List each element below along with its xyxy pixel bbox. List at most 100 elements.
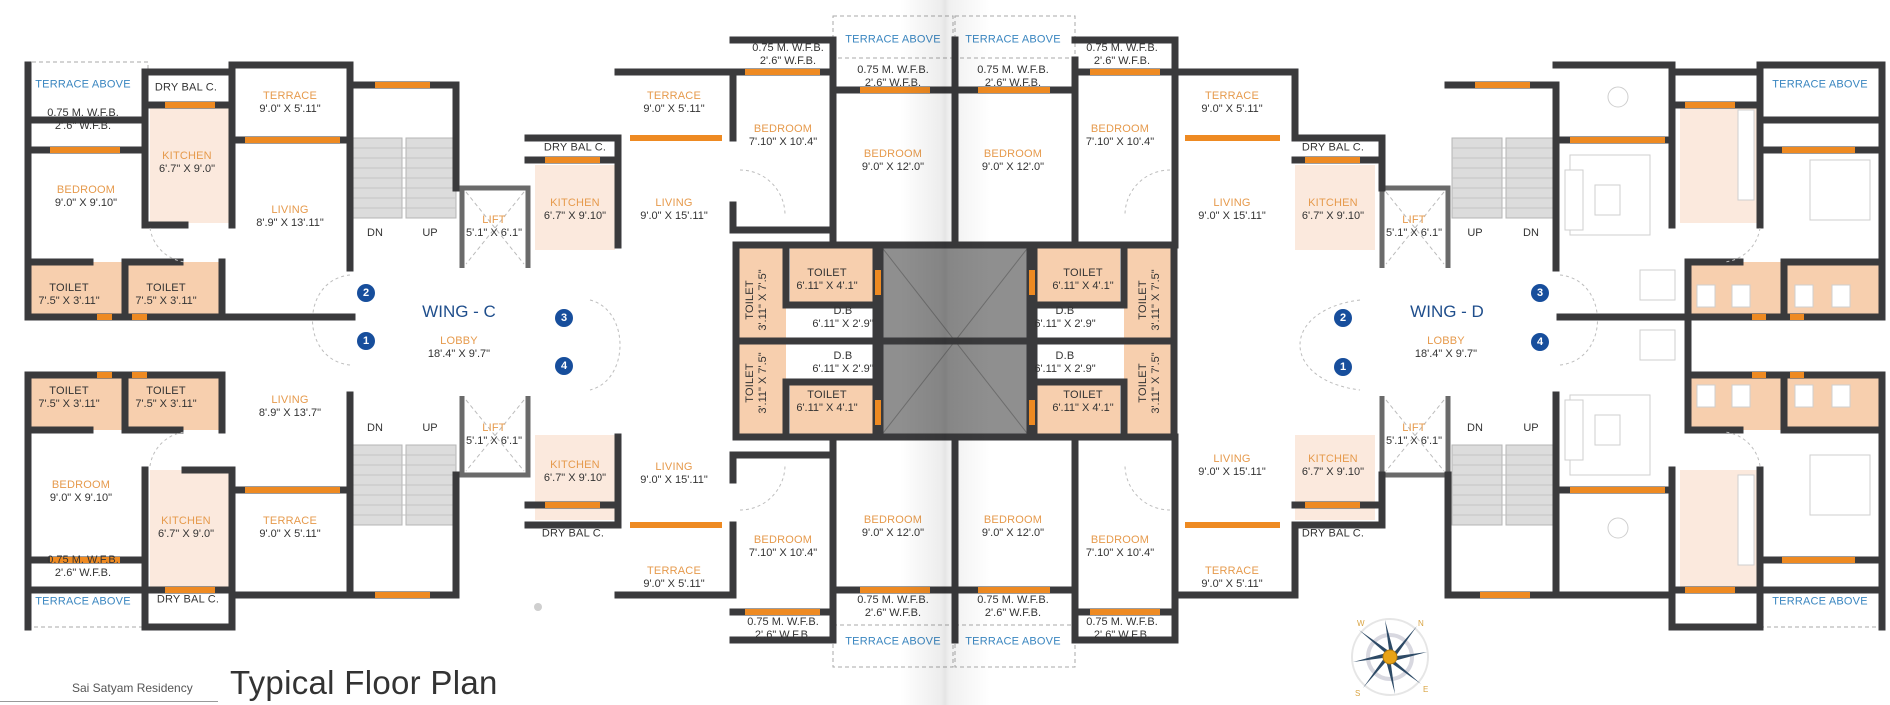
flat-number-badge: 4 [555,357,573,375]
flat-number-badge: 4 [1531,333,1549,351]
wfb-label: 0.75 M. W.F.B.2'.6" W.F.B. [857,593,929,619]
flat-number-badge: 1 [357,332,375,350]
windows [50,69,1855,615]
door-swings [149,169,1761,511]
terrace-above-label: TERRACE ABOVE [35,78,131,91]
stair-down-label: DN [1467,422,1483,434]
wfb-label: 0.75 M. W.F.B.2'.6" W.F.B. [47,553,119,579]
flat-number-badge: 2 [1334,309,1352,327]
svg-text:W: W [1357,619,1365,628]
walls [24,36,1886,644]
stair-down-label: DN [367,422,383,434]
wfb-label: 0.75 M. W.F.B.2'.6" W.F.B. [1086,615,1158,641]
page-title: Typical Floor Plan [230,664,498,701]
flat-number-badge: 2 [357,284,375,302]
svg-text:N: N [1418,619,1424,628]
svg-text:E: E [1423,685,1428,694]
wing-c-title: WING - C [422,302,496,321]
stair-up-label: UP [422,227,438,239]
wfb-label: 0.75 M. W.F.B.2'.6" W.F.B. [47,106,119,132]
footer-divider [0,701,218,702]
compass-rose-icon: N W E S [1351,618,1429,698]
svg-text:S: S [1355,689,1360,698]
lift-shafts [459,185,1451,478]
wfb-label: 0.75 M. W.F.B.2'.6" W.F.B. [977,593,1049,619]
stair-down-label: DN [367,227,383,239]
wfb-label: 0.75 M. W.F.B.2'.6" W.F.B. [977,63,1049,89]
lobby-outlines [312,274,1598,391]
stair-up-label: UP [1467,227,1483,239]
terrace-above-label: TERRACE ABOVE [1772,595,1868,608]
stair-up-label: UP [1523,422,1539,434]
wfb-label: 0.75 M. W.F.B.2'.6" W.F.B. [747,615,819,641]
wing-d-title: WING - D [1410,302,1484,321]
furniture [1564,86,1871,566]
flat-number-badge: 1 [1334,358,1352,376]
dry-balcony-label: DRY BAL C. [543,141,607,154]
terrace-above-label: TERRACE ABOVE [35,595,131,608]
wfb-label: 0.75 M. W.F.B.2'.6" W.F.B. [1086,41,1158,67]
dry-balcony-label: DRY BAL C. [541,527,605,540]
flat-number-badge: 3 [1531,284,1549,302]
wfb-label: 0.75 M. W.F.B.2'.6" W.F.B. [752,41,824,67]
terrace-above-label: TERRACE ABOVE [845,33,941,46]
terrace-above-label: TERRACE ABOVE [1772,78,1868,91]
kitchen-fills [150,105,1760,588]
dry-balcony-label: DRY BAL C. [1301,141,1365,154]
stair-down-label: DN [1523,227,1539,239]
wfb-label: 0.75 M. W.F.B.2'.6" W.F.B. [857,63,929,89]
terrace-above-label: TERRACE ABOVE [965,635,1061,648]
flat-number-badge: 3 [555,309,573,327]
stair-up-label: UP [422,422,438,434]
project-name: Sai Satyam Residency [72,681,193,695]
dry-balcony-label: DRY BAL C. [154,81,218,94]
terrace-above-label: TERRACE ABOVE [845,635,941,648]
terrace-above-label: TERRACE ABOVE [965,33,1061,46]
dry-balcony-label: DRY BAL C. [1301,527,1365,540]
